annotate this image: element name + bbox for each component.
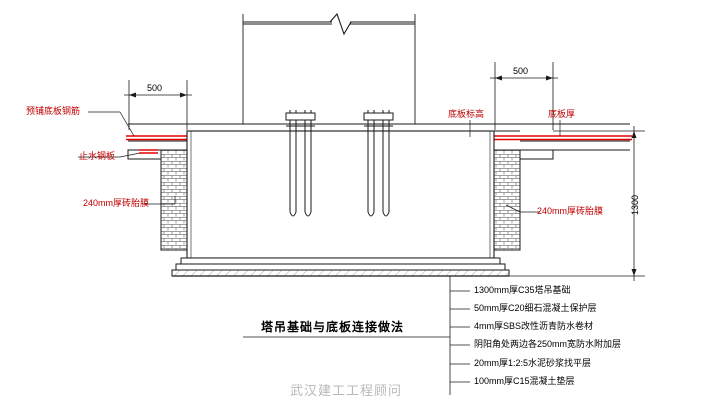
annotation-rebar: 预铺底板钢筋 <box>26 106 81 116</box>
legend-item-5: 100mm厚C15混凝土垫层 <box>474 376 575 386</box>
annotation-slab-thickness: 底板厚 <box>548 109 576 119</box>
dimension-height-1300: 1300 <box>630 194 640 215</box>
anchor-piles <box>285 110 394 217</box>
legend-item-2: 4mm厚SBS改性沥青防水卷材 <box>474 321 594 331</box>
dimension-right-500: 500 <box>513 66 529 76</box>
leader-lines-right <box>469 120 567 213</box>
annotation-waterstop: 止水钢板 <box>79 151 116 161</box>
leader-lines-left <box>78 111 176 205</box>
waterstop-plate-mark <box>139 149 158 154</box>
legend-item-4: 20mm厚1:2:5水泥砂浆找平层 <box>474 358 592 368</box>
right-brick-wall <box>493 149 554 251</box>
legend-item-0: 1300mm厚C35塔吊基础 <box>474 285 571 295</box>
dimension-lines <box>124 62 645 281</box>
annotation-slab-elevation: 底板标高 <box>448 109 485 119</box>
upper-structure-lines <box>242 12 416 124</box>
watermark: 武汉建工工程顾问 <box>290 383 403 398</box>
legend-item-3: 阴阳角处两边各250mm宽防水附加层 <box>474 339 622 349</box>
left-brick-wall <box>127 149 188 251</box>
drawing-title: 塔吊基础与底板连接做法 <box>261 320 405 334</box>
legend-item-1: 50mm厚C20细石混凝土保护层 <box>474 303 597 313</box>
legend-leader-lines <box>243 276 470 395</box>
annotation-brick-right: 240mm厚砖胎膜 <box>537 206 604 216</box>
annotation-brick-left: 240mm厚砖胎膜 <box>83 198 150 208</box>
tower-crane-foundation-block <box>171 130 510 277</box>
dimension-left-500: 500 <box>147 83 163 93</box>
